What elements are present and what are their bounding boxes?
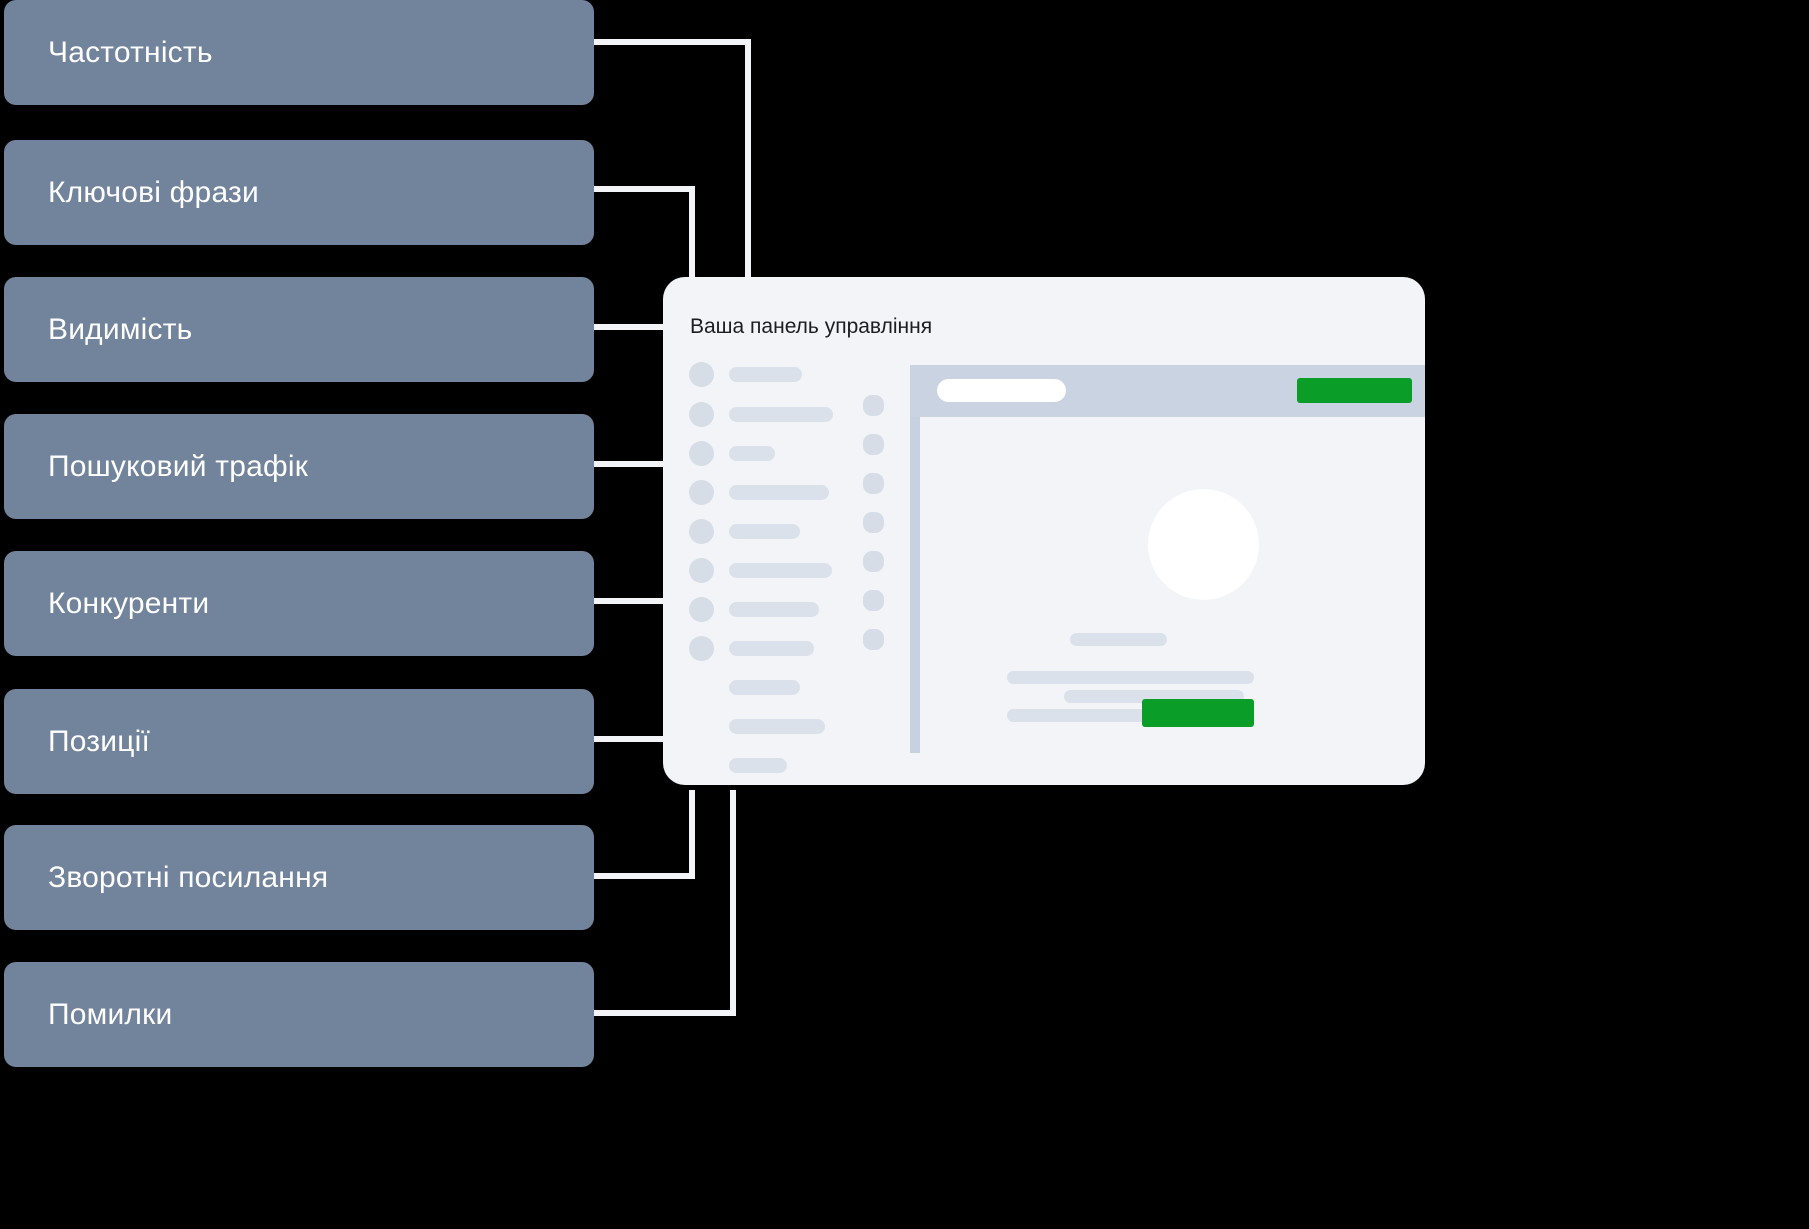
sidebar-badge-dot: [863, 551, 884, 572]
metric-chip-label: Конкуренти: [48, 586, 210, 620]
metric-chip-label: Позиції: [48, 724, 151, 758]
metric-chip-5[interactable]: Конкуренти: [4, 551, 594, 656]
sidebar-label-placeholder: [729, 523, 800, 539]
content-text-line: [1007, 671, 1254, 684]
sidebar-avatar-placeholder: [689, 557, 714, 583]
dashboard-card: Ваша панель управління: [663, 277, 1425, 785]
connector-path-7: [594, 790, 695, 879]
metric-chip-4[interactable]: Пошуковий трафік: [4, 414, 594, 519]
sidebar-avatar-placeholder: [689, 401, 714, 427]
sidebar-label-placeholder: [729, 758, 787, 773]
connector-path-1: [594, 39, 751, 300]
metric-chip-7[interactable]: Зворотні посилання: [4, 825, 594, 930]
metric-chip-label: Пошуковий трафік: [48, 449, 309, 483]
content-body: [920, 417, 1425, 753]
sidebar-badge-dot: [863, 512, 884, 533]
sidebar-skeleton-row: [689, 518, 800, 544]
sidebar-avatar-placeholder: [689, 479, 714, 505]
sidebar-label-placeholder: [729, 680, 800, 695]
sidebar-avatar-placeholder: [689, 440, 714, 466]
dashboard-title: Ваша панель управління: [690, 315, 933, 338]
sidebar-label-placeholder: [729, 601, 819, 617]
sidebar-label-placeholder: [729, 640, 814, 656]
metric-chip-label: Ключові фрази: [48, 175, 259, 209]
sidebar-skeleton-row: [689, 596, 819, 622]
sidebar-skeleton-row: [689, 401, 833, 427]
metric-chip-8[interactable]: Помилки: [4, 962, 594, 1067]
hero-avatar-circle: [1148, 489, 1259, 600]
dashboard-sidebar-skeleton: [689, 361, 904, 773]
sidebar-avatar-placeholder: [689, 361, 714, 387]
sidebar-badge-dot: [863, 395, 884, 416]
sidebar-label-placeholder: [729, 406, 833, 422]
sidebar-label-placeholder: [729, 484, 829, 500]
metric-chip-3[interactable]: Видимість: [4, 277, 594, 382]
sidebar-badge-dot: [863, 629, 884, 650]
sidebar-label-placeholder: [729, 562, 832, 578]
metric-chip-2[interactable]: Ключові фрази: [4, 140, 594, 245]
metric-chip-label: Зворотні посилання: [48, 860, 329, 894]
sidebar-skeleton-row: [689, 479, 829, 505]
metric-chip-label: Видимість: [48, 312, 193, 346]
content-header-bar: [910, 365, 1425, 417]
dashboard-content-area: [910, 365, 1425, 753]
sidebar-badge-dot: [863, 590, 884, 611]
sidebar-badge-dot: [863, 434, 884, 455]
sidebar-skeleton-row: [689, 361, 802, 387]
connector-path-8: [594, 790, 736, 1016]
sidebar-label-placeholder: [729, 366, 802, 382]
sidebar-avatar-placeholder: [689, 596, 714, 622]
metric-chip-label: Помилки: [48, 997, 173, 1031]
sidebar-skeleton-row: [689, 635, 814, 661]
metric-chip-6[interactable]: Позиції: [4, 689, 594, 794]
sidebar-dot-column: [863, 395, 885, 695]
sidebar-label-placeholder: [729, 445, 775, 461]
header-primary-button[interactable]: [1297, 378, 1412, 403]
search-field-placeholder[interactable]: [937, 379, 1066, 402]
content-text-line: [1070, 633, 1167, 646]
sidebar-badge-dot: [863, 473, 884, 494]
metric-chip-1[interactable]: Частотність: [4, 0, 594, 105]
sidebar-avatar-placeholder: [689, 635, 714, 661]
cta-button[interactable]: [1142, 699, 1254, 727]
metric-chip-label: Частотність: [48, 35, 213, 69]
sidebar-skeleton-row: [689, 557, 832, 583]
content-left-rail: [910, 401, 920, 753]
sidebar-label-placeholder: [729, 719, 825, 734]
sidebar-avatar-placeholder: [689, 518, 714, 544]
sidebar-skeleton-row: [689, 440, 775, 466]
